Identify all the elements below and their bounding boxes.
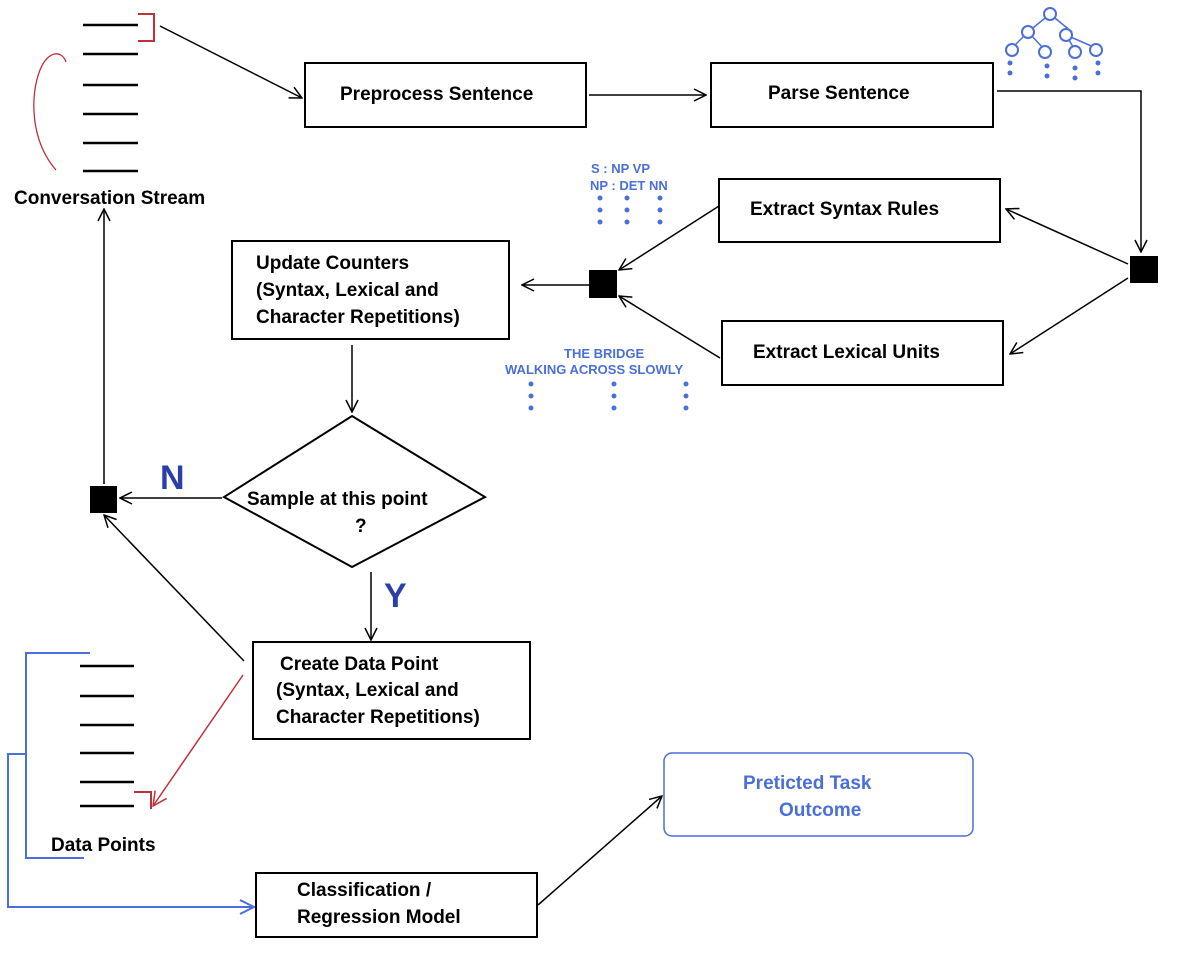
parse-sentence-label: Parse Sentence [768,83,910,104]
model-to-outcome-arrow [537,796,662,906]
sample-decision-diamond [222,414,488,569]
syntax-dots-icon [597,195,663,225]
lexical-annotation-line-1: THE BRIDGE [564,346,645,361]
preprocess-sentence-label: Preprocess Sentence [340,84,533,105]
conversation-stream-stack-icon [33,13,155,173]
update-counters-line-3: Character Repetitions) [256,307,460,328]
no-label: N [160,459,185,497]
data-points-label: Data Points [51,835,156,856]
split-to-syntax-arrow [1006,209,1129,265]
classification-model-box [255,872,538,938]
split-to-lexical-arrow [1010,277,1129,354]
syntax-annotation-line-1: S : NP VP [591,161,650,176]
extract-lexical-units-label: Extract Lexical Units [753,342,940,363]
data-points-bracket [25,652,90,859]
split-junction [1130,256,1158,283]
predicted-outcome-box [663,752,974,837]
parse-to-split-arrow [997,90,1141,252]
create-data-point-line-2: (Syntax, Lexical and [276,680,459,701]
update-counters-line-1: Update Counters [256,253,409,274]
yes-label: Y [384,577,407,615]
conversation-stream-label: Conversation Stream [14,188,205,209]
data-points-stack-icon [80,664,152,809]
parse-sentence-box [710,62,994,128]
decision-line-2: ? [355,516,367,537]
preprocess-sentence-box [304,62,587,128]
lexical-annotation-line-2: WALKING ACROSS SLOWLY [505,362,683,377]
loop-junction [90,486,117,513]
extract-lexical-units-box [721,320,1004,386]
lexical-dots-icon [528,381,689,411]
model-line-1: Classification / [297,880,432,901]
extract-syntax-rules-label: Extract Syntax Rules [750,199,939,220]
outcome-line-2: Outcome [779,800,861,821]
parse-tree-icon [1005,7,1103,81]
syntax-to-merge-arrow [619,205,720,270]
update-counters-box [231,240,510,340]
create-data-point-box [252,641,531,740]
decision-line-1: Sample at this point [247,489,428,510]
merge-junction [589,270,617,298]
extract-syntax-rules-box [718,178,1001,243]
outcome-line-1: Preticted Task [743,773,872,794]
create-data-point-line-3: Character Repetitions) [276,707,480,728]
stream-to-preprocess-arrow [159,25,302,98]
datapoint-to-loop-arrow [104,515,245,662]
syntax-annotation-line-2: NP : DET NN [590,178,668,193]
model-line-2: Regression Model [297,907,461,928]
datapoint-to-store-arrow [153,674,244,806]
update-counters-line-2: (Syntax, Lexical and [256,280,439,301]
data-to-model-arrow [7,753,254,907]
create-data-point-line-1: Create Data Point [280,654,439,675]
lexical-to-merge-arrow [619,296,721,359]
